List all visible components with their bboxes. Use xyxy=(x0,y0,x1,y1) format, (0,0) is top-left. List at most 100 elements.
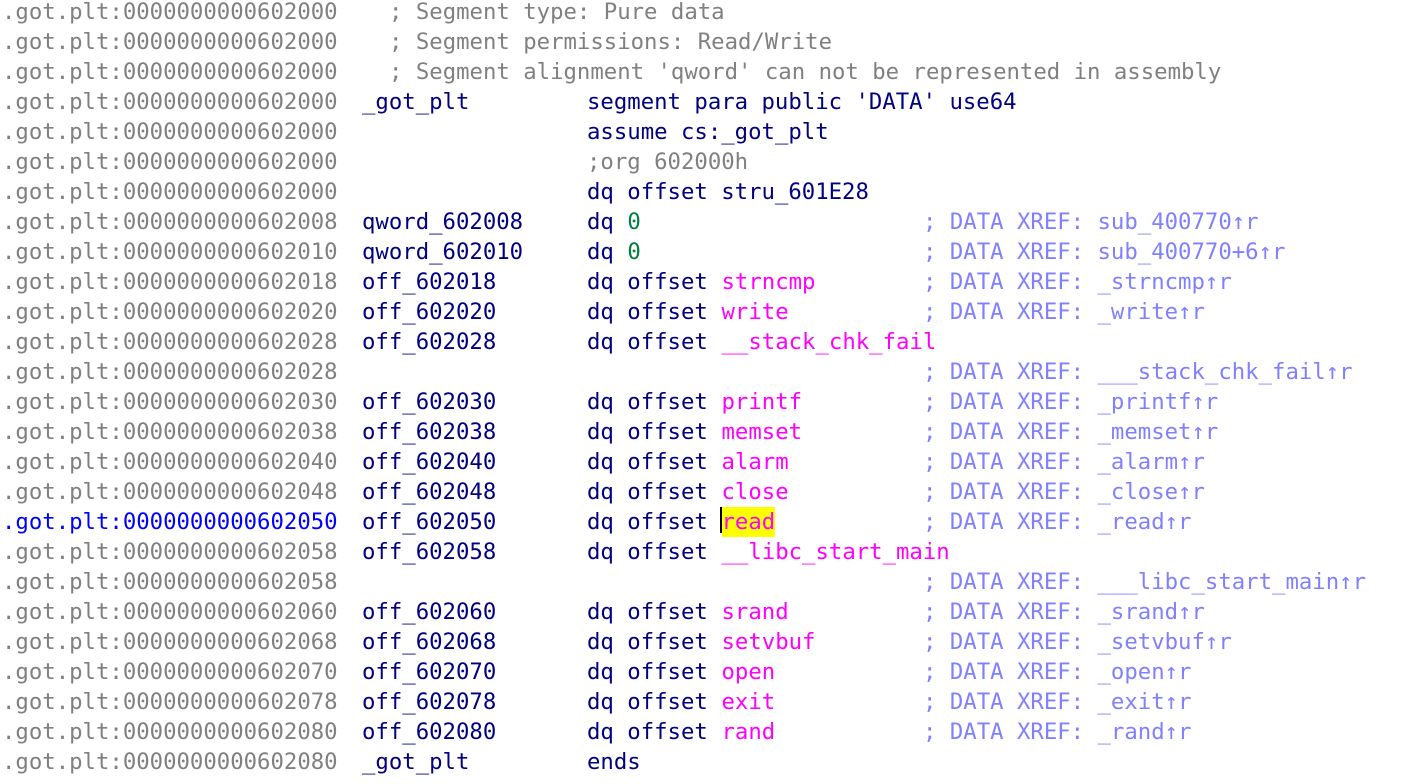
instruction[interactable]: dq offset xyxy=(587,389,708,415)
xref-comment[interactable]: ; DATA XREF: _open↑r xyxy=(923,659,1192,685)
instruction[interactable]: dq offset xyxy=(587,719,708,745)
symbol-label[interactable]: off_602038 xyxy=(362,419,497,445)
symbol-label[interactable]: off_602070 xyxy=(362,659,497,685)
instruction[interactable]: dq offset xyxy=(587,509,708,535)
symbol-label[interactable]: off_602080 xyxy=(362,719,497,745)
address[interactable]: .got.plt:0000000000602040 xyxy=(2,449,338,475)
symbol-label[interactable]: qword_602008 xyxy=(362,209,524,235)
listing-row[interactable]: .got.plt:0000000000602040 off_602040 dq of… xyxy=(0,447,1414,477)
address[interactable]: .got.plt:0000000000602000 xyxy=(2,59,338,85)
xref-comment[interactable]: ; DATA XREF: _read↑r xyxy=(923,509,1192,535)
external-symbol[interactable]: printf xyxy=(721,389,803,415)
external-symbol[interactable]: alarm xyxy=(721,449,789,475)
symbol-label[interactable]: off_602018 xyxy=(362,269,497,295)
external-symbol[interactable]: strncmp xyxy=(721,269,816,295)
instruction[interactable]: dq offset xyxy=(587,659,708,685)
symbol-label[interactable]: off_602028 xyxy=(362,329,497,355)
symbol-label[interactable]: off_602078 xyxy=(362,689,497,715)
listing-row[interactable]: .got.plt:0000000000602000; Segment align… xyxy=(0,57,1414,87)
xref-comment[interactable]: ; DATA XREF: _rand↑r xyxy=(923,719,1192,745)
external-symbol[interactable]: __libc_start_main xyxy=(721,539,950,565)
xref-comment[interactable]: ; DATA XREF: _memset↑r xyxy=(923,419,1219,445)
address[interactable]: .got.plt:0000000000602008 xyxy=(2,209,338,235)
symbol-label[interactable]: off_602050 xyxy=(362,509,497,535)
listing-row[interactable]: .got.plt:0000000000602068 off_602068 dq of… xyxy=(0,627,1414,657)
address[interactable]: .got.plt:0000000000602018 xyxy=(2,269,338,295)
listing-row[interactable]: .got.plt:0000000000602050 off_602050 dq of… xyxy=(0,507,1414,537)
address[interactable]: .got.plt:0000000000602000 xyxy=(2,179,338,205)
instruction[interactable]: dq offset xyxy=(587,689,708,715)
instruction[interactable]: dq offset xyxy=(587,449,708,475)
xref-comment[interactable]: ; DATA XREF: _strncmp↑r xyxy=(923,269,1232,295)
listing-row[interactable]: .got.plt:0000000000602038 off_602038 dq of… xyxy=(0,417,1414,447)
instruction[interactable]: dq offset xyxy=(587,269,708,295)
symbol-label[interactable]: _got_plt xyxy=(362,89,470,115)
symbol-label[interactable]: off_602040 xyxy=(362,449,497,475)
xref-comment[interactable]: ; DATA XREF: _alarm↑r xyxy=(923,449,1205,475)
instruction[interactable]: dq offset stru_601E28 xyxy=(587,179,869,205)
address[interactable]: .got.plt:0000000000602000 xyxy=(2,89,338,115)
address[interactable]: .got.plt:0000000000602070 xyxy=(2,659,338,685)
symbol-label[interactable]: off_602058 xyxy=(362,539,497,565)
listing-row[interactable]: .got.plt:0000000000602030 off_602030 dq of… xyxy=(0,387,1414,417)
address[interactable]: .got.plt:0000000000602000 xyxy=(2,29,338,55)
instruction[interactable]: dq offset xyxy=(587,299,708,325)
address[interactable]: .got.plt:0000000000602080 xyxy=(2,719,338,745)
instruction[interactable]: assume cs:_got_plt xyxy=(587,119,829,145)
listing-row[interactable]: .got.plt:0000000000602000;org 602000h xyxy=(0,147,1414,177)
address[interactable]: .got.plt:0000000000602068 xyxy=(2,629,338,655)
symbol-label[interactable]: off_602060 xyxy=(362,599,497,625)
xref-comment[interactable]: ; DATA XREF: _exit↑r xyxy=(923,689,1192,715)
address[interactable]: .got.plt:0000000000602038 xyxy=(2,419,338,445)
external-symbol[interactable]: setvbuf xyxy=(721,629,816,655)
address[interactable]: .got.plt:0000000000602050 xyxy=(2,509,338,535)
symbol-label[interactable]: off_602048 xyxy=(362,479,497,505)
symbol-label[interactable]: off_602068 xyxy=(362,629,497,655)
address[interactable]: .got.plt:0000000000602030 xyxy=(2,389,338,415)
listing-row[interactable]: .got.plt:0000000000602078 off_602078 dq of… xyxy=(0,687,1414,717)
external-symbol[interactable]: exit xyxy=(721,689,776,715)
instruction[interactable]: ends xyxy=(587,749,641,775)
instruction[interactable]: dq xyxy=(587,209,614,235)
external-symbol[interactable]: open xyxy=(721,659,776,685)
address[interactable]: .got.plt:0000000000602078 xyxy=(2,689,338,715)
instruction[interactable]: dq offset xyxy=(587,599,708,625)
external-symbol[interactable]: srand xyxy=(721,599,789,625)
listing-row[interactable]: .got.plt:0000000000602080 off_602080 dq of… xyxy=(0,717,1414,747)
address[interactable]: .got.plt:0000000000602000 xyxy=(2,119,338,145)
instruction[interactable]: dq offset xyxy=(587,329,708,355)
listing-row[interactable]: .got.plt:0000000000602000; Segment type:… xyxy=(0,0,1414,27)
listing-row[interactable]: .got.plt:0000000000602018 off_602018 dq of… xyxy=(0,267,1414,297)
listing-row[interactable]: .got.plt:0000000000602020 off_602020 dq of… xyxy=(0,297,1414,327)
xref-comment[interactable]: ; DATA XREF: sub_400770↑r xyxy=(923,209,1259,235)
instruction[interactable]: dq offset xyxy=(587,629,708,655)
external-symbol[interactable]: read xyxy=(721,507,776,537)
external-symbol[interactable]: rand xyxy=(721,719,776,745)
instruction[interactable]: dq offset xyxy=(587,419,708,445)
symbol-label[interactable]: qword_602010 xyxy=(362,239,524,265)
symbol-label[interactable]: off_602020 xyxy=(362,299,497,325)
instruction[interactable]: dq xyxy=(587,239,614,265)
xref-comment[interactable]: ; DATA XREF: _printf↑r xyxy=(923,389,1219,415)
xref-comment[interactable]: ; DATA XREF: sub_400770+6↑r xyxy=(923,239,1286,265)
address[interactable]: .got.plt:0000000000602028 xyxy=(2,329,338,355)
listing-row[interactable]: .got.plt:0000000000602058; DATA XREF: __… xyxy=(0,567,1414,597)
address[interactable]: .got.plt:0000000000602020 xyxy=(2,299,338,325)
address[interactable]: .got.plt:0000000000602058 xyxy=(2,539,338,565)
listing-row[interactable]: .got.plt:0000000000602000 _got_plt segment… xyxy=(0,87,1414,117)
listing-row[interactable]: .got.plt:0000000000602000 assume cs:_got_… xyxy=(0,117,1414,147)
external-symbol[interactable]: memset xyxy=(721,419,803,445)
instruction[interactable]: segment para public 'DATA' use64 xyxy=(587,89,1017,115)
xref-comment[interactable]: ; DATA XREF: _close↑r xyxy=(923,479,1205,505)
listing-row[interactable]: .got.plt:0000000000602028 off_602028 dq of… xyxy=(0,327,1414,357)
address[interactable]: .got.plt:0000000000602010 xyxy=(2,239,338,265)
listing-row[interactable]: .got.plt:0000000000602070 off_602070 dq of… xyxy=(0,657,1414,687)
listing-row[interactable]: .got.plt:0000000000602000 dq offset stru_… xyxy=(0,177,1414,207)
symbol-label[interactable]: off_602030 xyxy=(362,389,497,415)
external-symbol[interactable]: __stack_chk_fail xyxy=(721,329,937,355)
